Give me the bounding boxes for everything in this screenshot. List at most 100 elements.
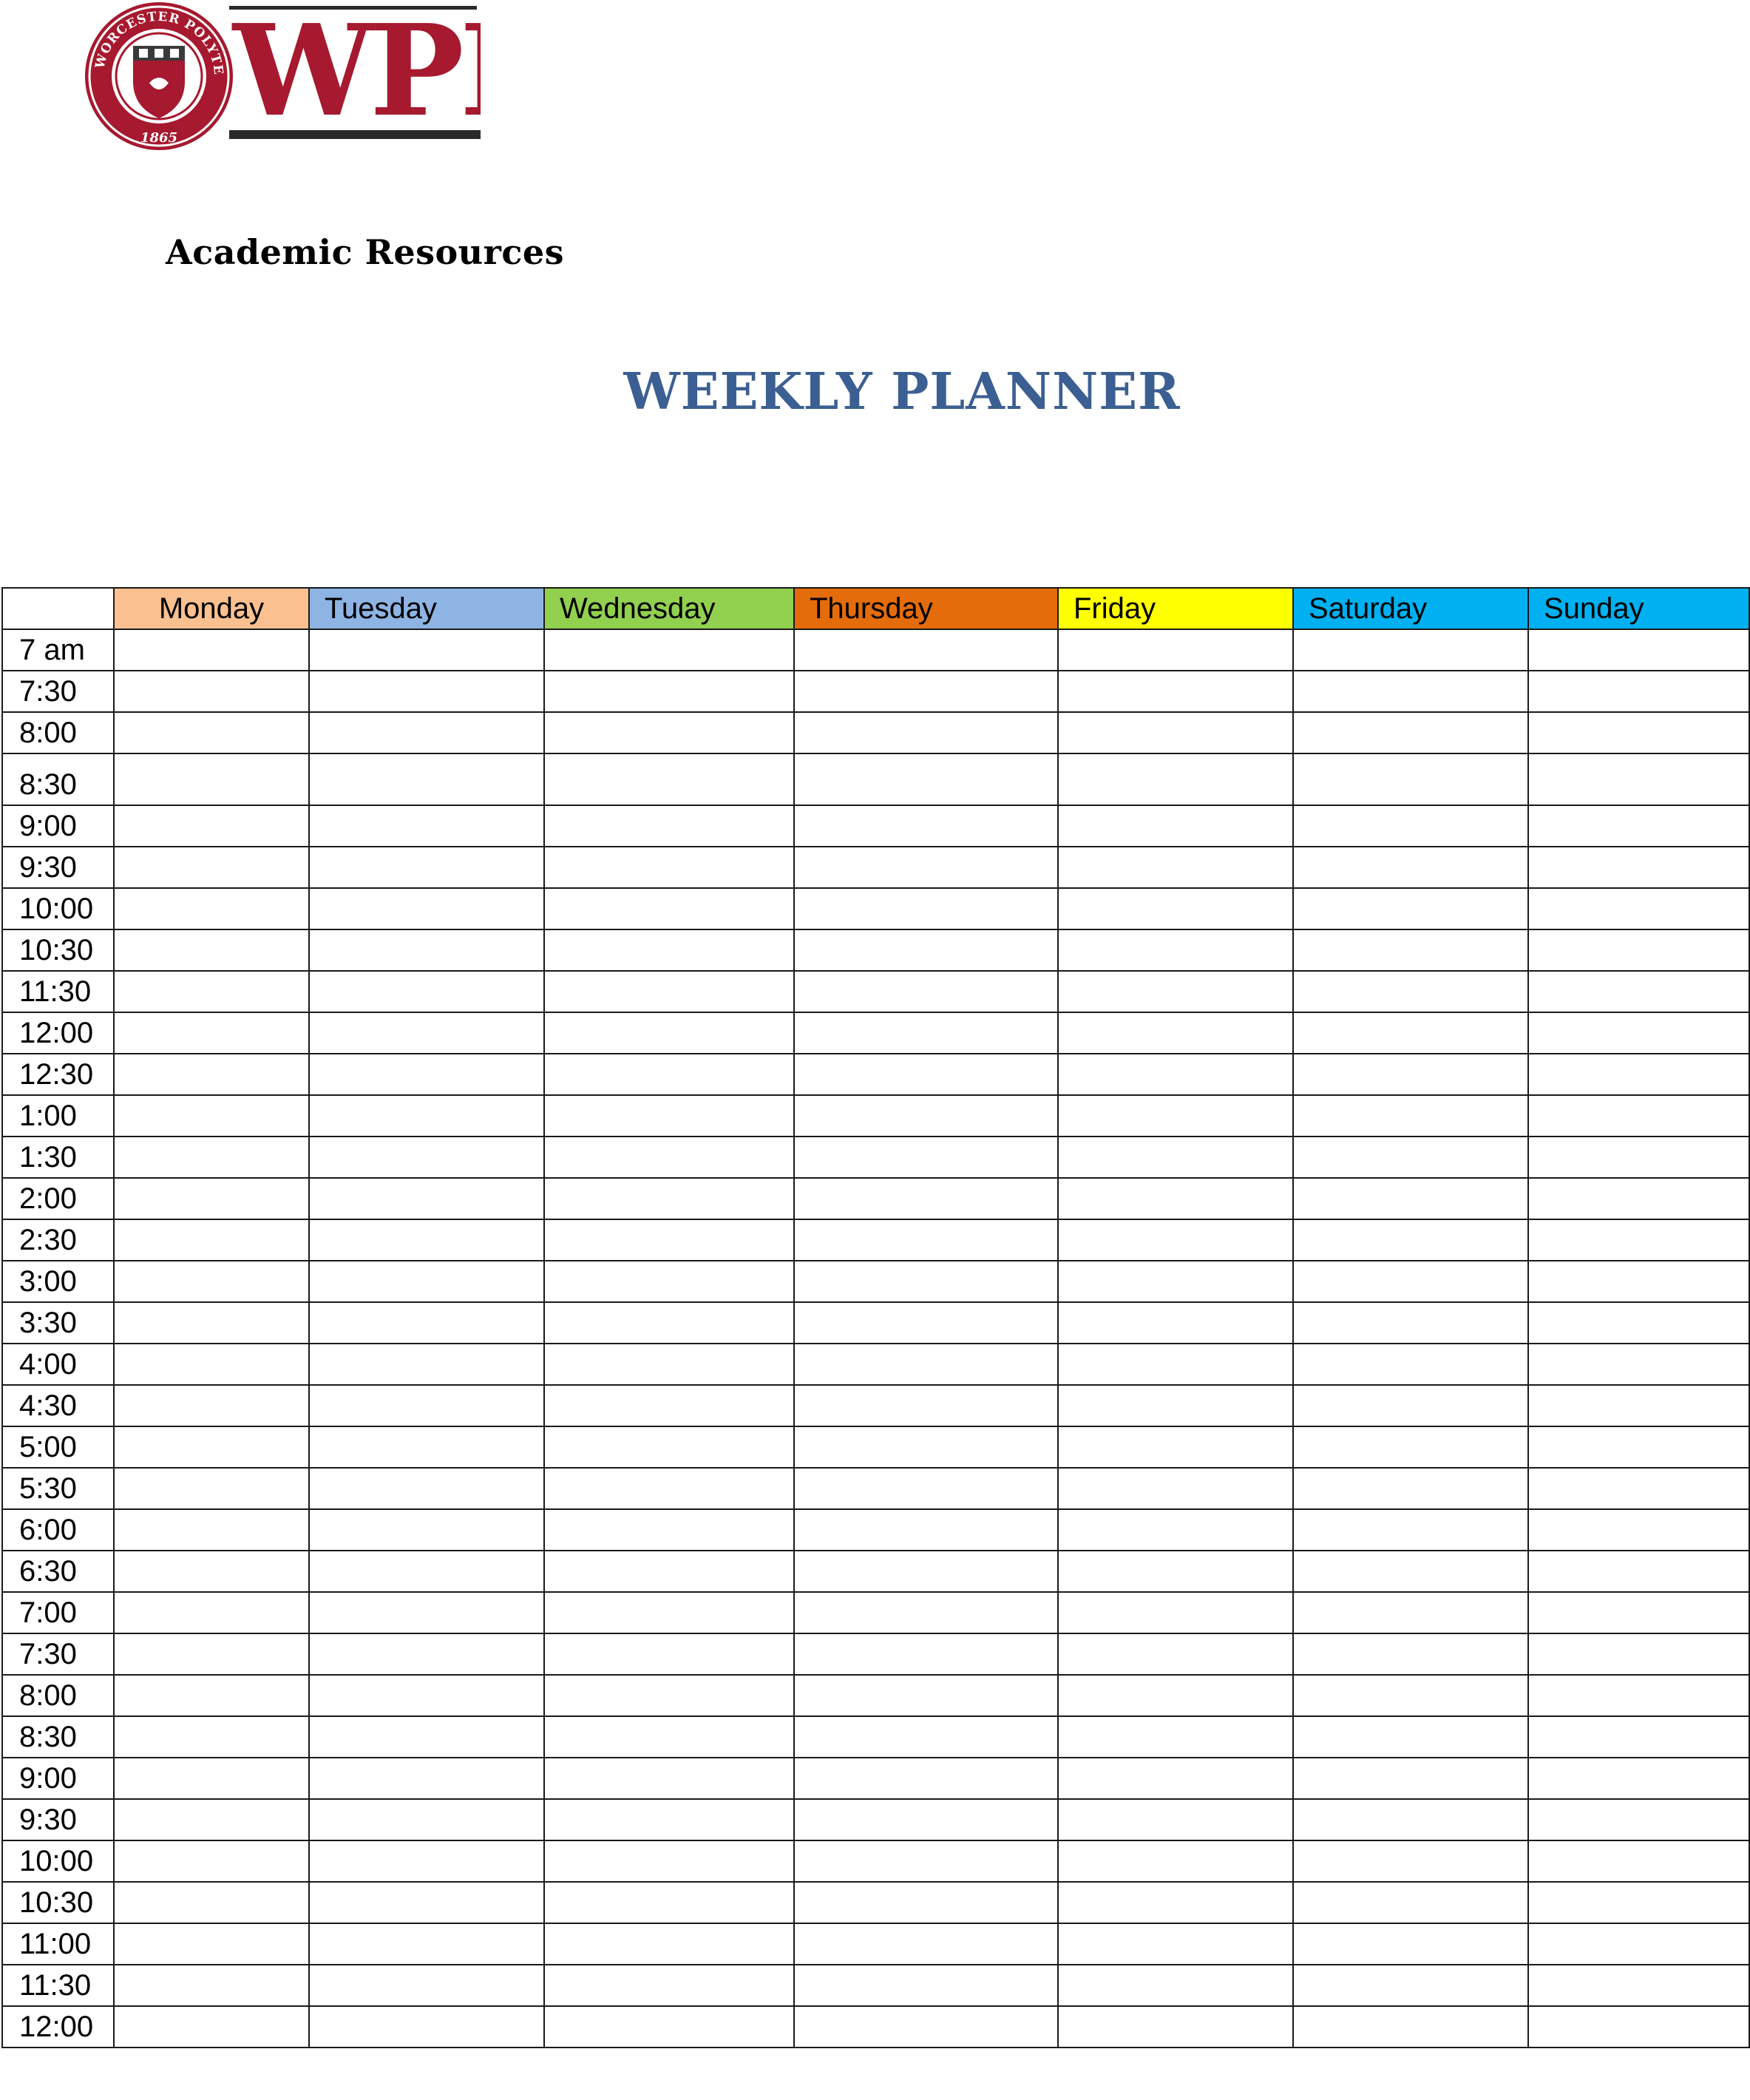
planner-cell-tuesday[interactable] xyxy=(308,670,545,713)
planner-cell-wednesday[interactable] xyxy=(543,1012,795,1054)
planner-cell-tuesday[interactable] xyxy=(308,1094,545,1137)
planner-cell-saturday[interactable] xyxy=(1292,1426,1529,1469)
planner-cell-monday[interactable] xyxy=(113,1923,310,1965)
planner-cell-thursday[interactable] xyxy=(793,1094,1059,1137)
planner-cell-monday[interactable] xyxy=(113,711,310,754)
planner-cell-monday[interactable] xyxy=(113,970,310,1013)
planner-cell-monday[interactable] xyxy=(113,670,310,713)
planner-cell-tuesday[interactable] xyxy=(308,1012,545,1054)
planner-cell-friday[interactable] xyxy=(1057,1219,1294,1261)
planner-cell-saturday[interactable] xyxy=(1292,1757,1529,1800)
planner-cell-tuesday[interactable] xyxy=(308,1508,545,1551)
planner-cell-sunday[interactable] xyxy=(1527,670,1750,713)
planner-cell-tuesday[interactable] xyxy=(308,1633,545,1676)
planner-cell-friday[interactable] xyxy=(1057,629,1294,671)
planner-cell-thursday[interactable] xyxy=(793,1674,1059,1717)
planner-cell-monday[interactable] xyxy=(113,887,310,930)
planner-cell-saturday[interactable] xyxy=(1292,1923,1529,1965)
planner-cell-wednesday[interactable] xyxy=(543,1301,795,1344)
planner-cell-sunday[interactable] xyxy=(1527,1094,1750,1137)
planner-cell-thursday[interactable] xyxy=(793,805,1059,847)
planner-cell-wednesday[interactable] xyxy=(543,711,795,754)
planner-cell-thursday[interactable] xyxy=(793,1798,1059,1841)
planner-cell-saturday[interactable] xyxy=(1292,805,1529,847)
planner-cell-monday[interactable] xyxy=(113,1591,310,1634)
planner-cell-friday[interactable] xyxy=(1057,753,1294,806)
planner-cell-saturday[interactable] xyxy=(1292,1840,1529,1883)
planner-cell-monday[interactable] xyxy=(113,1301,310,1344)
planner-cell-saturday[interactable] xyxy=(1292,1591,1529,1634)
planner-cell-thursday[interactable] xyxy=(793,1426,1059,1469)
planner-cell-saturday[interactable] xyxy=(1292,753,1529,806)
planner-cell-monday[interactable] xyxy=(113,1467,310,1510)
planner-cell-wednesday[interactable] xyxy=(543,1923,795,1965)
planner-cell-tuesday[interactable] xyxy=(308,1881,545,1924)
planner-cell-sunday[interactable] xyxy=(1527,929,1750,972)
planner-cell-wednesday[interactable] xyxy=(543,1343,795,1386)
planner-cell-saturday[interactable] xyxy=(1292,711,1529,754)
planner-cell-sunday[interactable] xyxy=(1527,1964,1750,2007)
planner-cell-sunday[interactable] xyxy=(1527,970,1750,1013)
planner-cell-tuesday[interactable] xyxy=(308,1384,545,1427)
planner-cell-saturday[interactable] xyxy=(1292,1012,1529,1054)
planner-cell-friday[interactable] xyxy=(1057,1881,1294,1924)
planner-cell-wednesday[interactable] xyxy=(543,1177,795,1220)
planner-cell-saturday[interactable] xyxy=(1292,1301,1529,1344)
planner-cell-thursday[interactable] xyxy=(793,1715,1059,1758)
planner-cell-friday[interactable] xyxy=(1057,1757,1294,1800)
planner-cell-monday[interactable] xyxy=(113,846,310,889)
planner-cell-saturday[interactable] xyxy=(1292,2005,1529,2048)
planner-cell-saturday[interactable] xyxy=(1292,1053,1529,1096)
planner-cell-tuesday[interactable] xyxy=(308,1053,545,1096)
planner-cell-monday[interactable] xyxy=(113,1674,310,1717)
planner-cell-saturday[interactable] xyxy=(1292,1219,1529,1261)
planner-cell-saturday[interactable] xyxy=(1292,1260,1529,1303)
planner-cell-tuesday[interactable] xyxy=(308,1757,545,1800)
planner-cell-sunday[interactable] xyxy=(1527,1757,1750,1800)
planner-cell-wednesday[interactable] xyxy=(543,1633,795,1676)
planner-cell-tuesday[interactable] xyxy=(308,1550,545,1593)
planner-cell-wednesday[interactable] xyxy=(543,1881,795,1924)
planner-cell-friday[interactable] xyxy=(1057,1633,1294,1676)
planner-cell-saturday[interactable] xyxy=(1292,1633,1529,1676)
planner-cell-wednesday[interactable] xyxy=(543,1964,795,2007)
planner-cell-thursday[interactable] xyxy=(793,1550,1059,1593)
planner-cell-sunday[interactable] xyxy=(1527,753,1750,806)
planner-cell-tuesday[interactable] xyxy=(308,1715,545,1758)
planner-cell-friday[interactable] xyxy=(1057,1177,1294,1220)
planner-cell-sunday[interactable] xyxy=(1527,1840,1750,1883)
planner-cell-monday[interactable] xyxy=(113,1219,310,1261)
planner-cell-thursday[interactable] xyxy=(793,1053,1059,1096)
planner-cell-monday[interactable] xyxy=(113,1053,310,1096)
planner-cell-sunday[interactable] xyxy=(1527,1384,1750,1427)
planner-cell-wednesday[interactable] xyxy=(543,1550,795,1593)
planner-cell-wednesday[interactable] xyxy=(543,929,795,972)
planner-cell-thursday[interactable] xyxy=(793,1881,1059,1924)
planner-cell-friday[interactable] xyxy=(1057,970,1294,1013)
planner-cell-tuesday[interactable] xyxy=(308,1177,545,1220)
planner-cell-friday[interactable] xyxy=(1057,929,1294,972)
planner-cell-saturday[interactable] xyxy=(1292,670,1529,713)
planner-cell-friday[interactable] xyxy=(1057,1053,1294,1096)
planner-cell-wednesday[interactable] xyxy=(543,1260,795,1303)
planner-cell-friday[interactable] xyxy=(1057,1964,1294,2007)
planner-cell-thursday[interactable] xyxy=(793,753,1059,806)
planner-cell-sunday[interactable] xyxy=(1527,1633,1750,1676)
planner-cell-saturday[interactable] xyxy=(1292,1384,1529,1427)
planner-cell-thursday[interactable] xyxy=(793,887,1059,930)
planner-cell-monday[interactable] xyxy=(113,1012,310,1054)
planner-cell-wednesday[interactable] xyxy=(543,1508,795,1551)
planner-cell-friday[interactable] xyxy=(1057,1715,1294,1758)
planner-cell-tuesday[interactable] xyxy=(308,1260,545,1303)
planner-cell-thursday[interactable] xyxy=(793,670,1059,713)
planner-cell-saturday[interactable] xyxy=(1292,1798,1529,1841)
planner-cell-friday[interactable] xyxy=(1057,1136,1294,1179)
planner-cell-thursday[interactable] xyxy=(793,1343,1059,1386)
planner-cell-thursday[interactable] xyxy=(793,1964,1059,2007)
planner-cell-tuesday[interactable] xyxy=(308,846,545,889)
planner-cell-thursday[interactable] xyxy=(793,970,1059,1013)
planner-cell-friday[interactable] xyxy=(1057,1798,1294,1841)
planner-cell-tuesday[interactable] xyxy=(308,753,545,806)
planner-cell-wednesday[interactable] xyxy=(543,1840,795,1883)
planner-cell-thursday[interactable] xyxy=(793,1177,1059,1220)
